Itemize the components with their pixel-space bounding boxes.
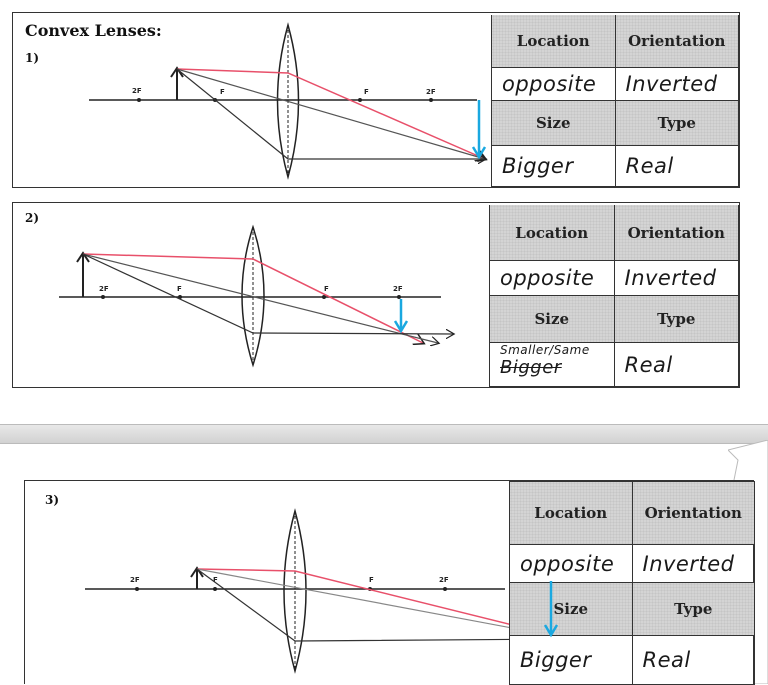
size-header: Size — [510, 583, 633, 637]
focal-point-2f-left — [137, 98, 141, 102]
focal-label: 2F — [439, 576, 449, 584]
answer-table: Location Orientation opposite Inverted S… — [509, 481, 755, 685]
object-arrowhead — [190, 566, 204, 578]
problem-3-panel: 3) 2F F F 2F Location Orientation opposi… — [24, 480, 755, 685]
location-header: Location — [490, 205, 615, 262]
focal-label: 2F — [132, 87, 142, 95]
focal-label: F — [220, 88, 225, 96]
orientation-header: Orientation — [615, 15, 739, 69]
orientation-header: Orientation — [614, 205, 739, 262]
location-answer[interactable]: opposite — [492, 68, 616, 101]
image-arrowhead — [471, 146, 487, 160]
page-divider — [0, 424, 768, 444]
focal-ray — [196, 568, 509, 642]
object-arrowhead — [170, 66, 184, 78]
parallel-ray — [82, 253, 423, 343]
problem-number: 2) — [25, 211, 40, 225]
type-header: Type — [632, 583, 755, 637]
ray-diagram: 2F F F 2F — [89, 22, 491, 180]
image-arrow-overlay — [543, 581, 559, 638]
focal-point-f-left — [213, 587, 217, 591]
orientation-answer[interactable]: Inverted — [632, 544, 755, 584]
type-header: Type — [615, 100, 739, 146]
image-arrowhead — [393, 320, 409, 334]
type-header: Type — [614, 295, 739, 344]
parallel-ray — [176, 68, 485, 159]
focal-label: F — [369, 576, 374, 584]
answer-table: Location Orientation opposite Inverted S… — [489, 205, 739, 387]
focal-point-2f-right — [397, 295, 401, 299]
focal-point-f-right — [322, 295, 326, 299]
focal-label: 2F — [99, 285, 109, 293]
focal-point-2f-right — [429, 98, 433, 102]
focal-label: F — [177, 285, 182, 293]
size-header: Size — [492, 100, 616, 146]
parallel-ray — [196, 568, 509, 625]
center-ray — [196, 568, 509, 629]
location-answer[interactable]: opposite — [510, 544, 633, 584]
location-header: Location — [492, 15, 616, 69]
orientation-answer[interactable]: Inverted — [615, 68, 739, 101]
type-answer[interactable]: Real — [614, 343, 739, 387]
ray-diagram: 2F F F 2F — [59, 224, 491, 368]
answer-table: Location Orientation opposite Inverted S… — [491, 15, 739, 187]
orientation-header: Orientation — [632, 482, 755, 545]
size-header: Size — [490, 295, 615, 344]
focal-point-2f-left — [135, 587, 139, 591]
ray-diagram: 2F F F 2F — [85, 508, 509, 674]
focal-point-2f-right — [443, 587, 447, 591]
problem-number: 1) — [25, 51, 40, 65]
location-answer[interactable]: opposite — [490, 261, 615, 296]
page-title: Convex Lenses: — [25, 21, 162, 40]
convex-lens — [283, 508, 307, 674]
focal-ray — [82, 253, 453, 334]
center-ray — [82, 253, 438, 343]
focal-ray — [176, 68, 485, 159]
orientation-answer[interactable]: Inverted — [614, 261, 739, 296]
location-header: Location — [510, 482, 633, 545]
size-answer[interactable]: Bigger — [510, 636, 633, 685]
focal-label: F — [364, 88, 369, 96]
focal-label: F — [324, 285, 329, 293]
focal-label: F — [213, 576, 218, 584]
type-answer[interactable]: Real — [615, 145, 739, 187]
focal-label: 2F — [426, 88, 436, 96]
size-answer-text: Smaller/Same — [500, 343, 590, 358]
focal-label: 2F — [393, 285, 403, 293]
focal-label: 2F — [130, 576, 140, 584]
center-ray — [176, 68, 485, 159]
image-arrowhead — [543, 624, 559, 638]
problem-1-panel: Convex Lenses: 1) 2F F F 2F Location Ori… — [12, 12, 740, 188]
type-answer[interactable]: Real — [632, 636, 755, 685]
problem-2-panel: 2) 2F F F 2F Location Orientation opposi… — [12, 202, 740, 388]
size-answer[interactable]: Bigger — [492, 145, 616, 187]
focal-point-2f-left — [101, 295, 105, 299]
focal-point-f-right — [358, 98, 362, 102]
size-answer[interactable]: Smaller/Same Bigger — [490, 343, 615, 387]
size-answer-crossed: Bigger — [500, 357, 562, 379]
problem-number: 3) — [45, 493, 60, 507]
object-arrowhead — [76, 251, 90, 263]
